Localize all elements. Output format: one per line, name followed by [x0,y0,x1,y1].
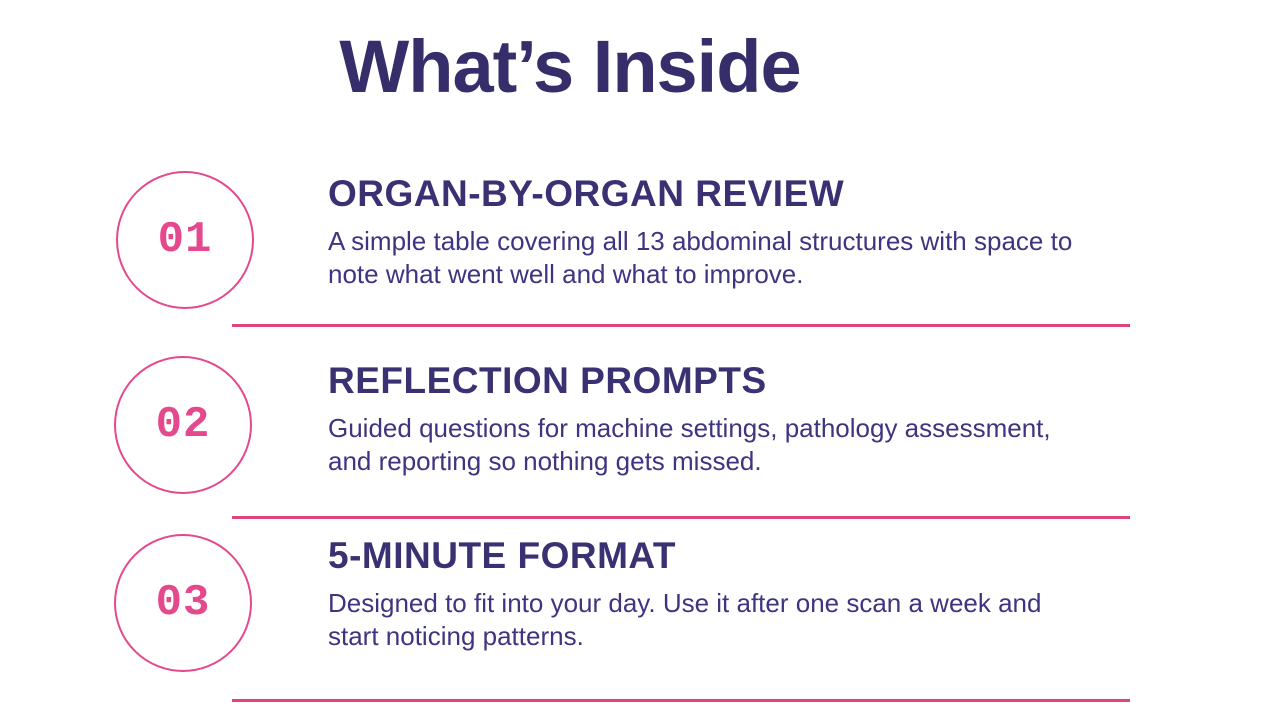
item-heading-3: 5-MINUTE FORMAT [328,535,676,576]
list-item-2: REFLECTION PROMPTS Guided questions for … [328,362,1158,478]
item-body-2: Guided questions for machine settings, p… [328,412,1158,478]
list-item-1: ORGAN-BY-ORGAN REVIEW A simple table cov… [328,175,1158,291]
divider-line-1 [232,324,1130,327]
item-body-line: Designed to fit into your day. Use it af… [328,588,1042,618]
item-body-3: Designed to fit into your day. Use it af… [328,587,1158,653]
list-item-3: 5-MINUTE FORMAT Designed to fit into you… [328,537,1158,653]
item-body-1: A simple table covering all 13 abdominal… [328,225,1158,291]
item-body-line: Guided questions for machine settings, p… [328,413,1051,443]
item-number-1: 01 [157,215,213,265]
item-heading-2: REFLECTION PROMPTS [328,360,767,401]
divider-line-3 [232,699,1130,702]
item-body-line: and reporting so nothing gets missed. [328,446,762,476]
item-number-3: 03 [155,578,211,628]
divider-line-2 [232,516,1130,519]
item-number-circle-2: 02 [114,356,252,494]
item-number-circle-3: 03 [114,534,252,672]
page-title: What’s Inside [339,25,801,108]
item-body-line: start noticing patterns. [328,621,584,651]
item-body-line: note what went well and what to improve. [328,259,804,289]
item-heading-1: ORGAN-BY-ORGAN REVIEW [328,173,845,214]
item-number-2: 02 [155,400,211,450]
item-body-line: A simple table covering all 13 abdominal… [328,226,1073,256]
item-number-circle-1: 01 [116,171,254,309]
